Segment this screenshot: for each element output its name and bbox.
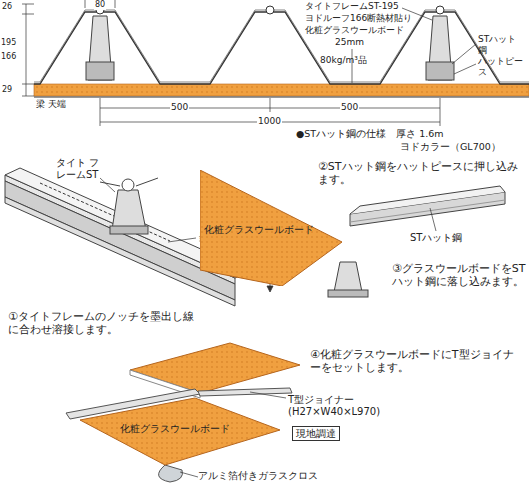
dimension-label: ヨドカラー（GL700） [400,141,501,152]
note-label: ①タイトフレームのノッチを墨出し線に合わせ溶接します。 [8,310,194,336]
dimension-label: 80kg/m³品 [320,55,367,66]
dimension-label: 500 [340,102,359,113]
dimension-label: 梁 天端 [36,99,66,110]
note-label: タイト フレームST [56,157,104,181]
glasswool-board: 化粧グラスウールボード [80,396,282,468]
dimension-label: 166 [1,52,16,62]
dimension-label: 500 [170,102,189,113]
dimension-label: 26 [2,2,12,12]
dimension-label: 化粧グラスウールボード [305,25,404,36]
dimension-label: STハット鋼 [478,34,524,56]
dimension-label: 195 [1,38,16,48]
node-text: 化粧グラスウールボード [204,224,314,235]
dimension-label: 25mm [335,37,364,48]
node-text: 化粧グラスウールボード [120,423,230,435]
note-label: STハット鋼 [410,232,462,244]
dimension-label: ハットピース [478,56,524,78]
dimension-label: 29 [2,85,12,95]
node-text: 現地調達 [296,428,336,439]
note-label: ②STハット鋼をハットピースに押し込みます。 [318,160,523,186]
note-label: T型ジョイナー (H27×W40×L970) [288,394,392,418]
note-box: 現地調達 [292,426,340,441]
dimension-label: 1000 [257,116,282,127]
dimension-label: 80 [94,0,106,10]
note-label: ④化粧グラスウールボードにT型ジョイナーをセットします。 [310,348,518,374]
glasswool-board: 化粧グラスウールボード [200,170,342,286]
dimension-label: タイトフレームST-195 [305,1,399,12]
note-label: アルミ箔付きガラスクロス [198,470,318,482]
dimension-label: ●STハット鋼の仕様 厚さ 1.6m [296,128,444,139]
dimension-label: ヨドルーフ166断熱材貼り [305,13,412,24]
note-label: ③グラスウールボードをSTハット鋼に落し込みます。 [392,262,526,288]
